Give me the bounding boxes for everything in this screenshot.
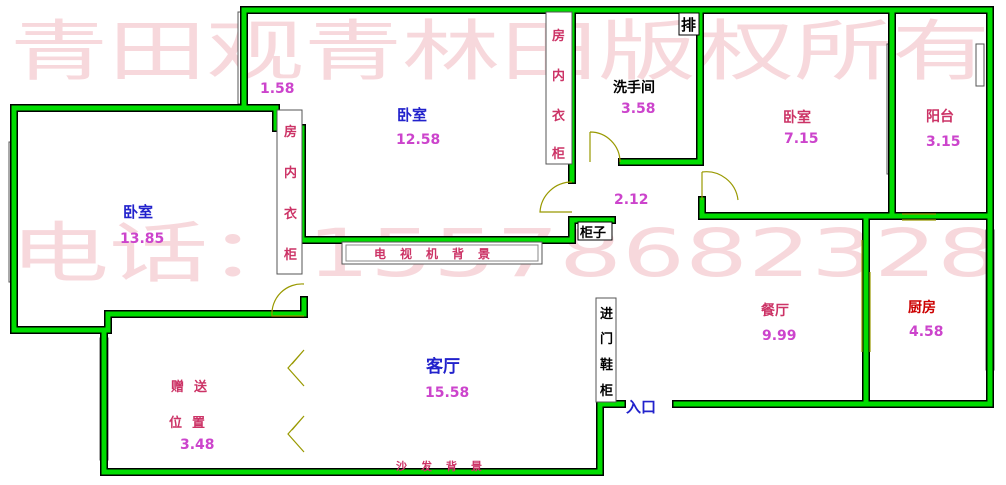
bathroom-name: 洗手间 xyxy=(613,79,655,96)
door-bathroom xyxy=(589,131,621,163)
bedroom-left-name: 卧室 xyxy=(123,203,153,221)
shoe-cabinet-char-2: 门 xyxy=(600,331,613,347)
bonus-area: 3.48 xyxy=(180,437,215,453)
top-left-space-area: 1.58 xyxy=(260,81,295,97)
door-bedroom-right xyxy=(701,171,739,201)
balcony-name: 阳台 xyxy=(926,108,954,125)
door-bedroom-left xyxy=(271,283,305,317)
closet-left-char-2: 内 xyxy=(284,165,297,181)
closet-left: 房 内 衣 柜 xyxy=(276,109,303,275)
tv-wall: 电视机背景 xyxy=(341,241,543,265)
bedroom-left-area: 13.85 xyxy=(120,231,164,247)
living-name: 客厅 xyxy=(425,356,460,377)
kitchen-area: 4.58 xyxy=(909,324,944,340)
dining-area: 9.99 xyxy=(762,328,797,344)
closet-left-char-4: 柜 xyxy=(283,247,297,263)
closet-main-char-4: 柜 xyxy=(551,146,565,162)
bedroom-main-area: 12.58 xyxy=(396,132,440,148)
shoe-cabinet-char-1: 进 xyxy=(600,307,613,322)
watermark-line-1: 青田观青林田版权所有 xyxy=(10,13,990,90)
dining-name: 餐厅 xyxy=(760,302,789,319)
closet-main-char-2: 内 xyxy=(552,68,565,84)
shoe-cabinet: 进 门 鞋 柜 xyxy=(595,297,617,403)
walls xyxy=(10,6,994,476)
closet-main-char-1: 房 xyxy=(552,28,565,44)
kitchen-name: 厨房 xyxy=(908,299,936,316)
bedroom-right-area: 7.15 xyxy=(784,131,819,147)
closet-left-char-1: 房 xyxy=(284,124,297,140)
sofa-wall-label: 沙发背景 xyxy=(396,459,496,473)
shoe-cabinet-char-4: 柜 xyxy=(599,383,613,399)
balcony-area: 3.15 xyxy=(926,134,961,150)
door-bedroom-main xyxy=(539,181,573,213)
corridor-area: 2.12 xyxy=(614,192,649,208)
vent: 排 xyxy=(678,12,700,36)
closet-left-char-3: 衣 xyxy=(284,206,297,222)
door-kitchen xyxy=(861,240,871,352)
cabinet-label: 柜子 xyxy=(579,225,606,241)
closet-main: 房 内 衣 柜 xyxy=(545,11,573,165)
entrance-label: 入口 xyxy=(626,398,656,416)
vent-label: 排 xyxy=(681,16,696,34)
cabinet: 柜子 xyxy=(577,221,613,241)
shoe-cabinet-char-3: 鞋 xyxy=(600,357,613,373)
bedroom-main-name: 卧室 xyxy=(397,106,427,124)
bonus-name-2: 位置 xyxy=(169,415,215,431)
bathroom-area: 3.58 xyxy=(621,101,656,117)
door-bonus-1 xyxy=(287,349,305,387)
door-bonus-2 xyxy=(287,415,305,453)
closet-main-char-3: 衣 xyxy=(552,108,565,124)
living-area: 15.58 xyxy=(425,385,469,401)
bedroom-right-name: 卧室 xyxy=(783,109,811,126)
tv-wall-label: 电视机背景 xyxy=(374,246,504,261)
bonus-name-1: 赠送 xyxy=(171,379,217,395)
doors xyxy=(271,131,936,453)
door-balcony xyxy=(902,213,936,221)
